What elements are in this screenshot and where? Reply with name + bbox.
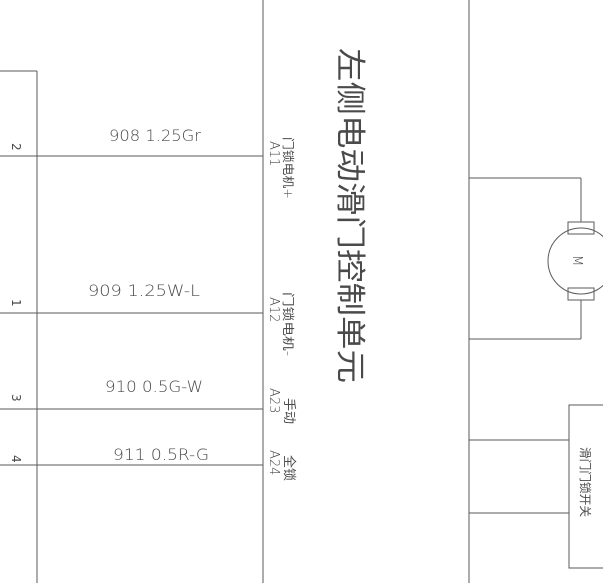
signal-name: 全锁 [281,455,297,481]
motor-symbol: M [569,255,584,266]
wire-label: 910 0.5G-W [105,377,203,396]
signal-name: 门锁电机+ [281,137,296,199]
pin-number: 2 [9,143,23,151]
wire-label: 909 1.25W-L [88,281,200,300]
switch-label: 滑门门锁开关 [578,447,593,517]
pin-number: 1 [9,299,23,307]
signal-name: 门锁电机- [281,292,296,356]
wire-label: 911 0.5R-G [113,445,209,464]
unit-title: 左侧电动滑门控制单元 [332,48,367,383]
pin-number: 4 [9,455,23,463]
terminal-id: A12 [266,297,281,322]
motor-circuit [469,177,603,340]
wire-label: 908 1.25Gr [109,126,201,145]
signal-name: 手动 [281,398,296,424]
terminal-id: A24 [266,450,281,475]
switch-circuit [469,404,603,569]
terminal-id: A23 [266,388,281,413]
pin-number: 3 [9,394,23,402]
terminal-id: A11 [266,141,281,166]
